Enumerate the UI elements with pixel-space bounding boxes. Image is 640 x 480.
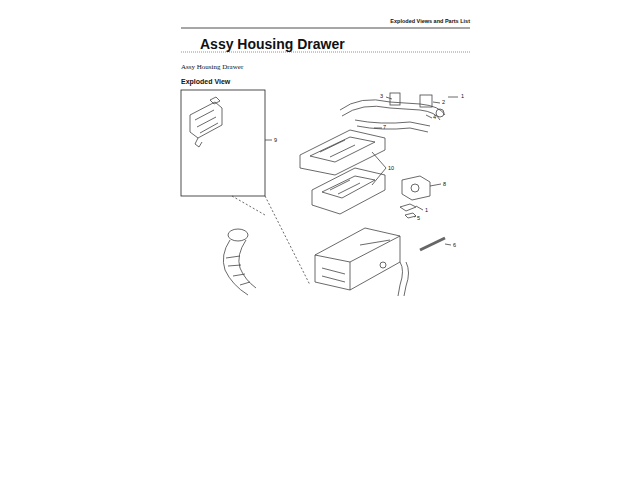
section-subtitle: Assy Housing Drawer <box>181 64 243 72</box>
callout-number: 4 <box>433 114 436 120</box>
section-heading: Exploded View <box>181 78 230 86</box>
callout-number: 6 <box>453 242 456 248</box>
callout-number: 5 <box>417 215 420 221</box>
callout-number: 10 <box>388 165 394 171</box>
callout-number: 2 <box>442 99 445 105</box>
callout-number: 3 <box>380 93 383 99</box>
callout-number: 1 <box>461 93 464 99</box>
callout-number: 8 <box>443 181 446 187</box>
page-header: Exploded Views and Parts List <box>390 18 470 24</box>
callout-number: 7 <box>383 124 386 130</box>
callout-number: 1 <box>425 207 428 213</box>
callout-number: 9 <box>274 137 277 143</box>
page-title: Assy Housing Drawer <box>200 37 345 52</box>
